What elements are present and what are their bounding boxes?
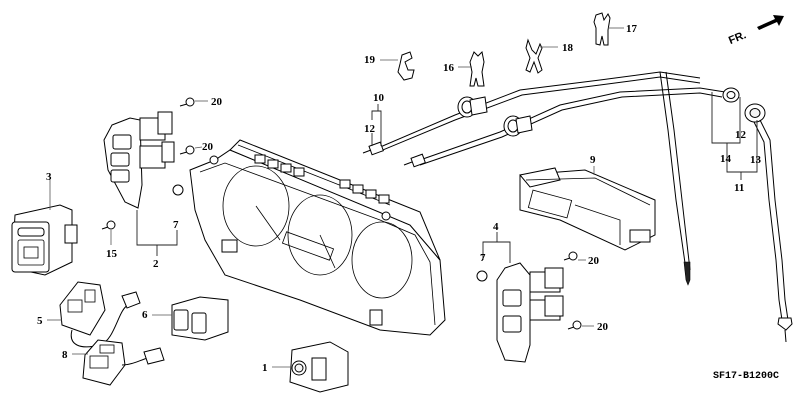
callout-7-right: 7: [480, 252, 486, 264]
callout-1: 1: [262, 362, 268, 374]
callout-12-b: 12: [735, 129, 747, 141]
callout-5: 5: [37, 315, 43, 327]
callout-10: 10: [373, 92, 385, 104]
callout-brackets: [136, 92, 758, 263]
front-direction-indicator: FR.: [727, 15, 784, 47]
callout-15: 15: [106, 248, 118, 260]
socket-7-left: [172, 184, 184, 196]
callout-9: 9: [590, 154, 596, 166]
diagram-code: SF17-B1200C: [713, 371, 779, 382]
right-switch-panel-4: [496, 262, 564, 363]
callout-20-c: 20: [588, 255, 600, 267]
callout-7-left: 7: [173, 219, 179, 231]
screw-20-d: [567, 320, 582, 330]
square-switch-3: [11, 204, 78, 276]
screw-15: [101, 220, 116, 230]
dial-switch-1: [289, 341, 349, 393]
leader-lines: [47, 27, 624, 368]
callout-20-b: 20: [202, 141, 214, 153]
socket-7-right: [476, 270, 488, 282]
callout-19: 19: [364, 54, 376, 66]
callout-labels: 1 2 3 4 5 6 7 7 8 9 10 11 12 12 13 14 15…: [37, 23, 762, 374]
clip-18: [525, 38, 543, 74]
callout-11: 11: [734, 182, 744, 194]
left-switch-panel-2: [103, 111, 175, 209]
double-switch-6: [171, 296, 229, 341]
cluster-connectors: [254, 154, 390, 204]
switch-with-harness-5: [59, 281, 141, 348]
screw-20-b: [179, 145, 195, 155]
callout-4: 4: [493, 221, 499, 233]
screw-20-a: [179, 97, 195, 107]
callout-12-a: 12: [364, 123, 376, 135]
clip-17: [593, 12, 611, 46]
display-unit-9: [519, 167, 656, 251]
callout-18: 18: [562, 42, 574, 54]
callout-6: 6: [142, 309, 148, 321]
switch-with-harness-8: [82, 339, 165, 386]
callout-3: 3: [46, 171, 52, 183]
callout-17: 17: [626, 23, 638, 35]
front-label: FR.: [727, 29, 748, 47]
screw-20-c: [563, 251, 578, 261]
cable-assembly-11: [403, 87, 793, 343]
callout-16: 16: [443, 62, 455, 74]
callout-2: 2: [153, 258, 159, 270]
cable-assembly-10: [362, 71, 701, 286]
callout-20-d: 20: [597, 321, 609, 333]
callout-14: 14: [720, 153, 732, 165]
instrument-cluster: [189, 139, 446, 336]
clip-19: [397, 51, 415, 81]
clip-16: [469, 50, 485, 87]
callout-20-a: 20: [211, 96, 223, 108]
callout-13: 13: [750, 154, 762, 166]
front-arrow-icon: [757, 15, 784, 30]
callout-8: 8: [62, 349, 68, 361]
